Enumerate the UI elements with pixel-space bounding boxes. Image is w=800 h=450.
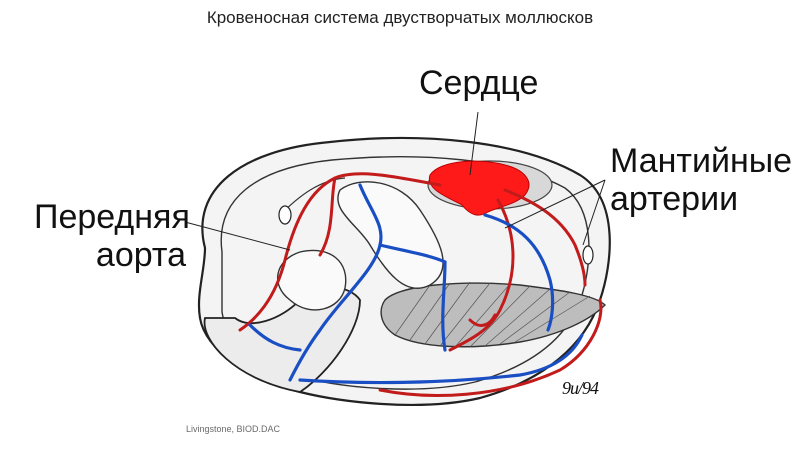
label-anterior-aorta-line2: аорта [95,236,186,275]
arteries [238,172,603,397]
vessel-opening-left [278,205,292,225]
foot [203,286,361,393]
label-mantle-arteries: Мантийные артерии [610,142,792,218]
visceral-loop [277,249,347,311]
image-credit: Livingstone, BIOD.DAC [186,424,281,434]
label-mantle-arteries-line1: Мантийные [610,142,793,180]
leader-aorta [184,221,291,251]
label-heart: Сердце [419,64,539,102]
label-anterior-aorta-line1: Передняя [34,198,190,236]
veins [248,183,584,385]
leader-heart [469,111,479,176]
label-mantle-arteries-line2: артерии [610,180,739,219]
label-anterior-aorta: Передняя аорта [34,198,190,275]
diagram-title: Кровеносная система двустворчатых моллюс… [206,8,594,27]
leader-mantle-b [582,179,606,246]
heart [428,160,530,216]
leader-mantle-a [504,179,606,229]
leader-lines [184,111,606,251]
gill-fold [337,181,444,289]
artist-signature: 9u/94 [562,378,599,398]
vessel-opening-right [582,245,594,265]
